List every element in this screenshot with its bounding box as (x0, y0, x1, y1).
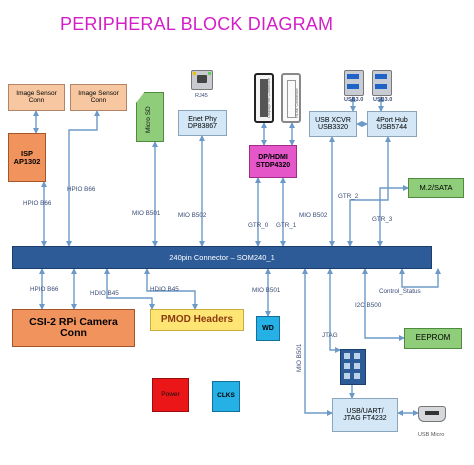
usb-xcvr-label: USB XCVR USB3320 (315, 116, 351, 131)
signal-jtag: JTAG (322, 332, 338, 339)
micro-sd-card: Micro SD (136, 92, 164, 142)
signal-gtr-1: GTR_1 (276, 222, 297, 229)
usb-micro-label: USB Micro (418, 432, 445, 438)
m2-sata-block: M.2/SATA (408, 178, 464, 198)
signal-mio-b501-bottom: MIO B501 (296, 343, 303, 372)
signal-hpio-b66-bottom: HPIO B66 (30, 286, 59, 293)
eeprom-label: EEPROM (415, 333, 451, 343)
dp-hdmi-label: DP/HDMI STDP4320 (255, 154, 291, 169)
wd-block: WD (256, 316, 280, 341)
usb3-port-icon-1 (344, 70, 364, 96)
signal-hdio-b45-b: HDIO B45 (150, 286, 179, 293)
wd-label: WD (262, 324, 274, 332)
dp-connector-label: DisplayPort Connector (266, 77, 271, 118)
signal-mio-b502-top-b: MIO B502 (299, 212, 328, 219)
csi2-camera-conn-block: CSI-2 RPi Camera Conn (12, 309, 135, 347)
signal-hpio-b66-top-a: HPIO B66 (67, 186, 96, 193)
signal-control-status: Control_Status (379, 288, 421, 295)
usb-xcvr-block: USB XCVR USB3320 (309, 111, 357, 137)
pmod-headers-block: PMOD Headers (150, 309, 244, 331)
image-sensor-conn-2: Image Sensor Conn (70, 84, 127, 111)
rj45-label: RJ45 (195, 93, 208, 99)
usb30-label-2: USB3.0 (373, 97, 393, 103)
port-hub-label: 4Port Hub USB5744 (376, 116, 408, 131)
jtag-header-icon (340, 349, 366, 385)
clks-label: CLKS (217, 392, 235, 400)
hdmi-connector-icon (281, 73, 301, 123)
usb-micro-connector-icon (418, 406, 446, 422)
signal-mio-b501-wd: MIO B501 (252, 287, 281, 294)
usb-uart-jtag-block: USB/UART/ JTAG FT4232 (332, 398, 398, 432)
micro-sd-label: Micro SD (145, 106, 152, 133)
usb30-label-1: USB3.0 (344, 97, 364, 103)
signal-hdio-b45-a: HDIO B45 (90, 290, 119, 297)
power-block: Power (152, 378, 189, 412)
displayport-connector-icon (254, 73, 274, 123)
signal-mio-b501-top: MIO B501 (132, 210, 161, 217)
signal-gtr-0: GTR_0 (248, 222, 269, 229)
port-hub-block: 4Port Hub USB5744 (367, 111, 417, 137)
usb-uart-label: USB/UART/ JTAG FT4232 (343, 407, 387, 422)
signal-gtr-2: GTR_2 (338, 193, 359, 200)
usb3-port-icon-2 (372, 70, 392, 96)
enet-phy-label: Enet Phy DP83867 (187, 115, 218, 130)
signal-mio-b502-top: MIO B502 (178, 212, 207, 219)
connector-label: 240pin Connector – SOM240_1 (169, 252, 275, 262)
isp-label: ISP AP1302 (13, 148, 41, 166)
m2-sata-label: M.2/SATA (419, 183, 453, 193)
signal-gtr-3: GTR_3 (372, 216, 393, 223)
som240-connector-bar: 240pin Connector – SOM240_1 (12, 246, 432, 269)
diagram-title: PERIPHERAL BLOCK DIAGRAM (60, 14, 334, 34)
image-sensor-conn-1: Image Sensor Conn (8, 84, 65, 111)
image-sensor-conn-2-label: Image Sensor Conn (78, 89, 119, 104)
signal-hpio-b66-top-b: HPIO B66 (23, 200, 52, 207)
hdmi-connector-label: HDMI Connector (294, 88, 299, 118)
clks-block: CLKS (212, 381, 240, 412)
rj45-jack-icon (191, 70, 213, 90)
csi2-label: CSI-2 RPi Camera Conn (29, 315, 118, 339)
isp-block: ISP AP1302 (8, 133, 46, 182)
enet-phy-block: Enet Phy DP83867 (178, 110, 227, 136)
image-sensor-conn-1-label: Image Sensor Conn (16, 89, 57, 104)
dp-hdmi-block: DP/HDMI STDP4320 (249, 145, 297, 178)
power-label: Power (161, 390, 180, 398)
signal-i2c-b500: I2C B500 (355, 302, 382, 309)
eeprom-block: EEPROM (404, 328, 462, 349)
pmod-label: PMOD Headers (160, 313, 234, 325)
